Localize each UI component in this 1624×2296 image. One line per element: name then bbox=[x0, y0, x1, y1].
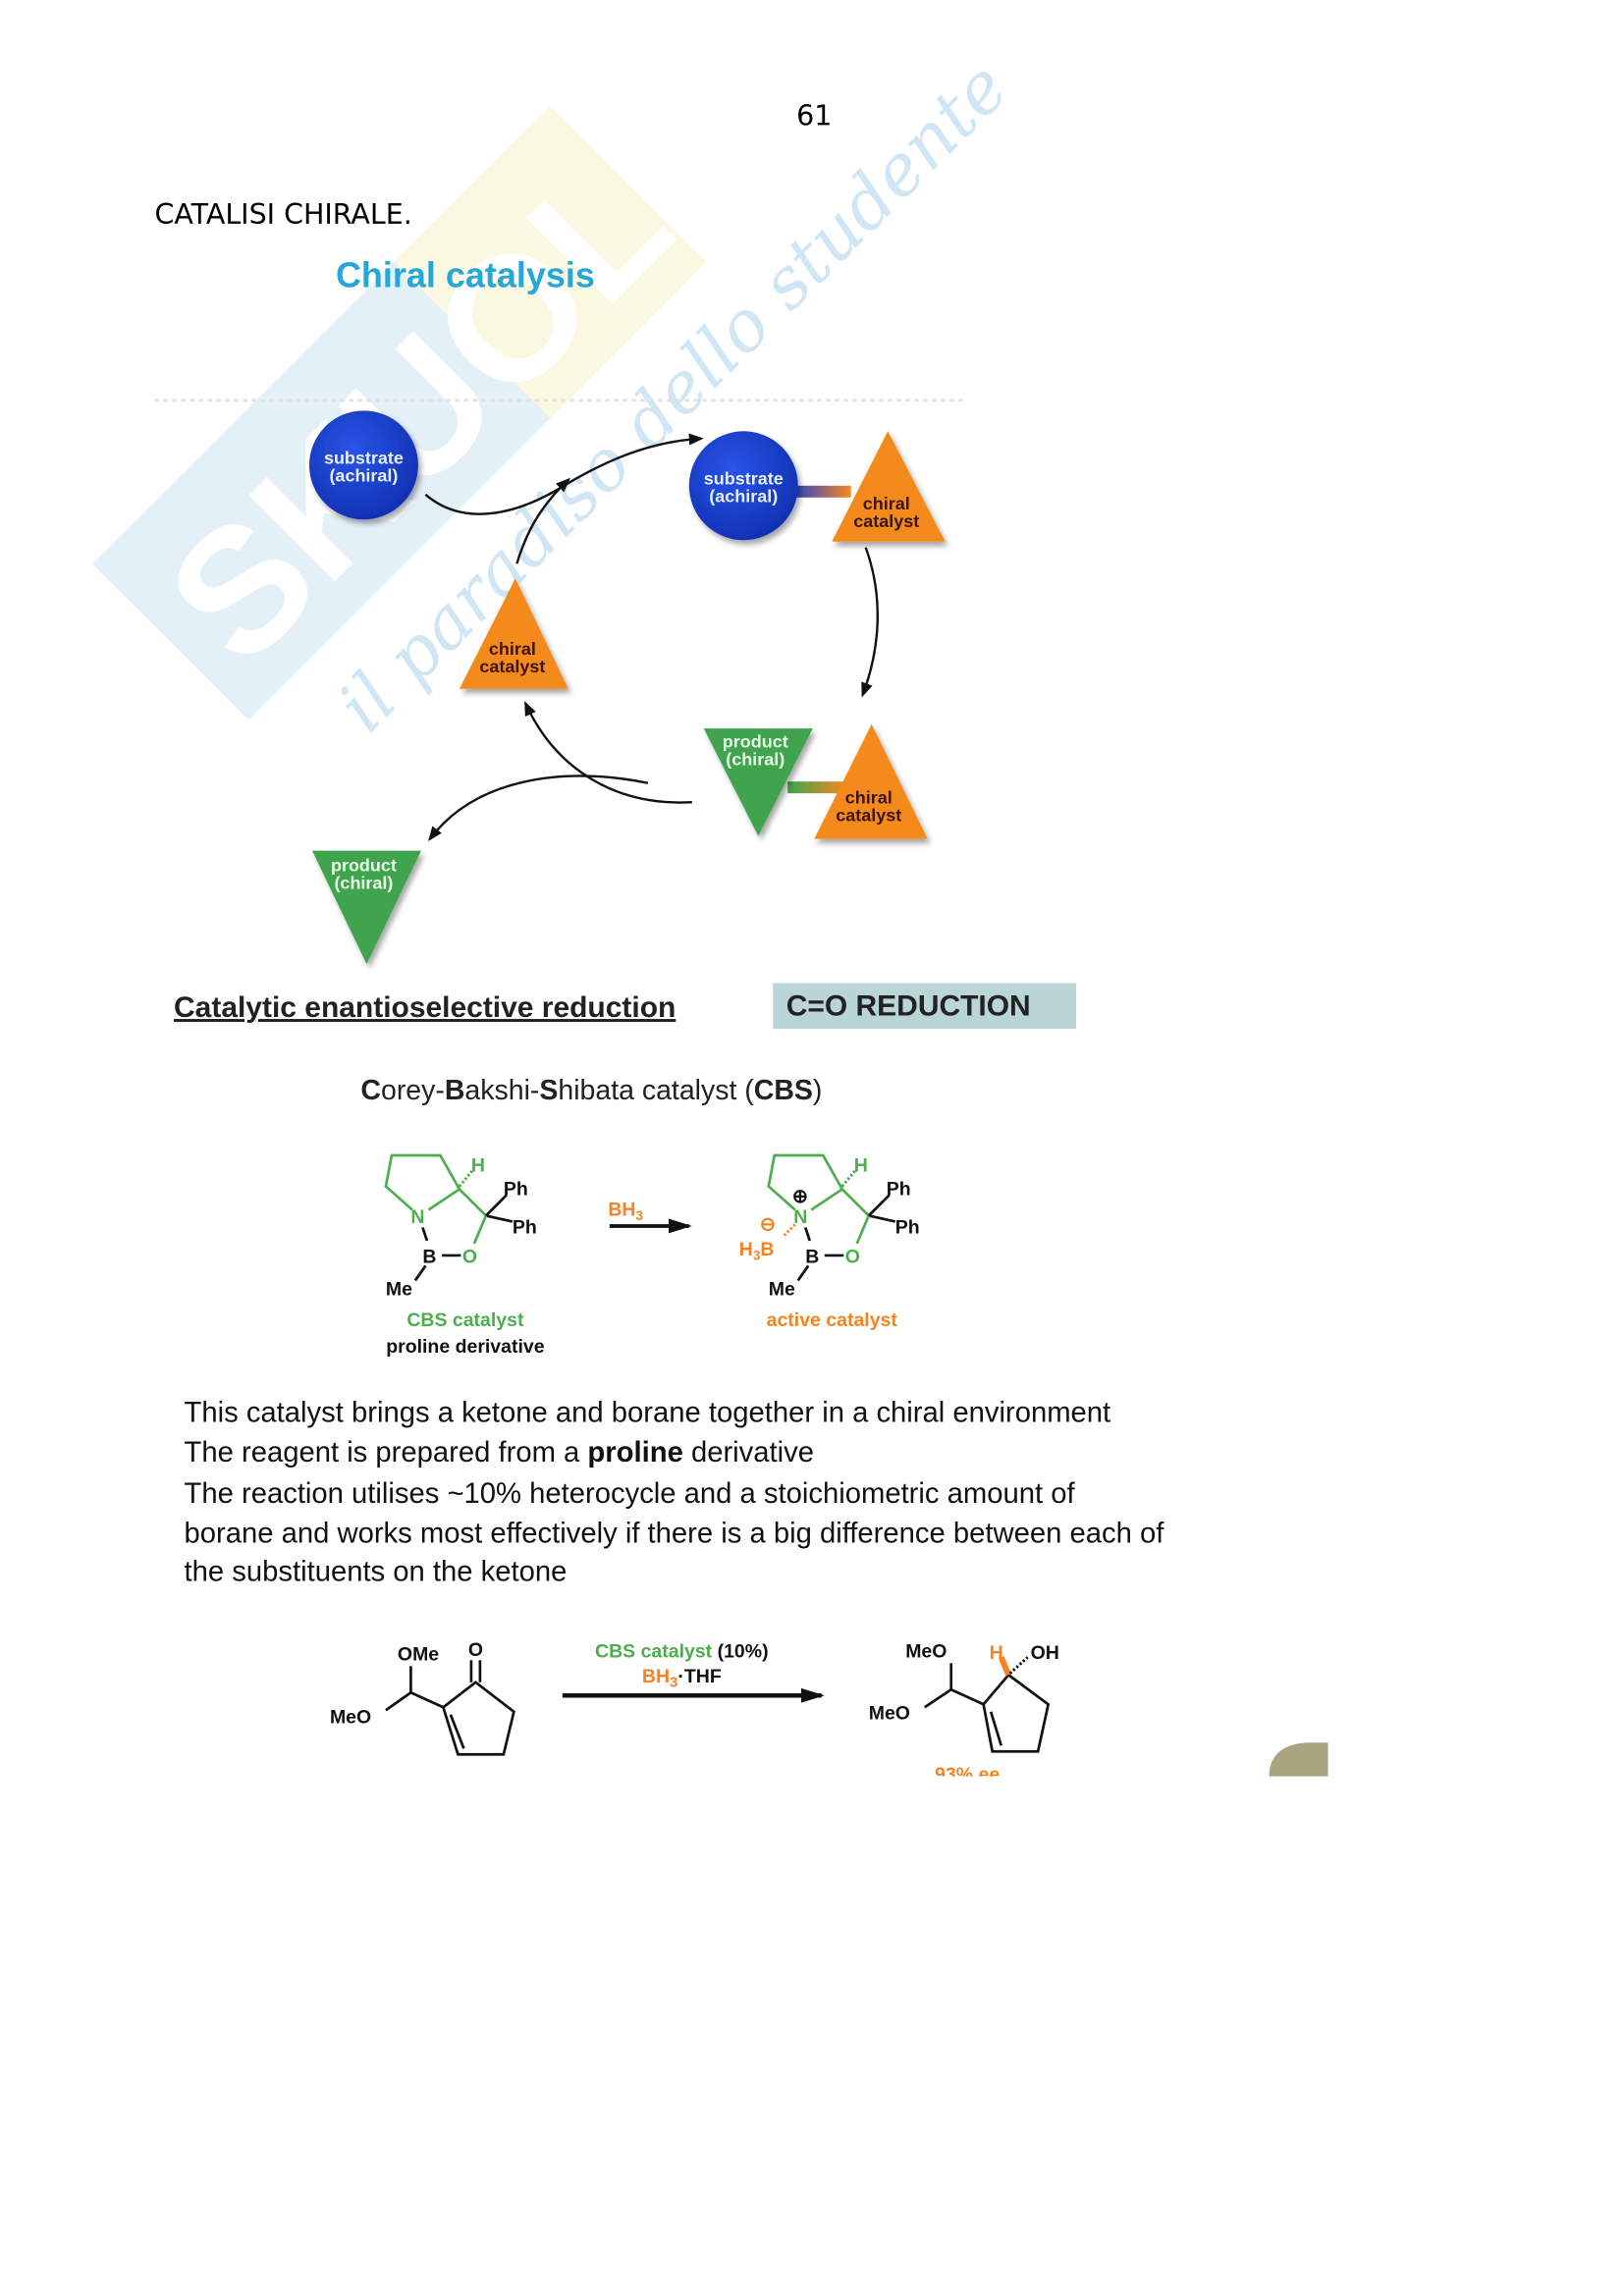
watermark-brand: SKUOLA.net bbox=[131, 0, 1019, 700]
condition-borane: BH3·THF bbox=[642, 1666, 722, 1690]
substrate-label: (achiral) bbox=[709, 486, 778, 506]
atom-o: O bbox=[468, 1639, 483, 1661]
atom-h: H bbox=[471, 1154, 485, 1176]
catalyst-label: chiral bbox=[489, 639, 536, 659]
atom-meo: MeO bbox=[905, 1640, 947, 1662]
catalyst-label: catalyst bbox=[479, 657, 545, 676]
cbs-close: ) bbox=[813, 1075, 822, 1106]
arrow-reaction bbox=[861, 547, 880, 698]
atom-oh: OH bbox=[1031, 1642, 1059, 1664]
co-reduction-badge: C=O REDUCTION bbox=[773, 983, 1077, 1030]
cbs-abbrev: CBS bbox=[754, 1075, 813, 1106]
ketone-reduction-scheme: OMe O MeO CBS catalyst (10%) BH3·THF MeO… bbox=[330, 1639, 1328, 1786]
arrow-catalyst-entry bbox=[515, 477, 571, 564]
decorative-shape bbox=[1269, 1742, 1328, 1777]
cbs-akshi: akshi- bbox=[464, 1075, 539, 1106]
cbs-orey: orey- bbox=[381, 1075, 445, 1106]
atom-n: N bbox=[410, 1206, 424, 1228]
product-label: (chiral) bbox=[726, 750, 785, 770]
atom-h: H bbox=[990, 1642, 1003, 1664]
substrate-label: (achiral) bbox=[329, 465, 398, 485]
atom-ome: OMe bbox=[398, 1643, 439, 1665]
cbs-b: B bbox=[445, 1075, 465, 1106]
reagent-bh3: BH3 bbox=[608, 1199, 643, 1222]
cbs-hibata: hibata catalyst ( bbox=[558, 1075, 754, 1106]
product-node: product (chiral) bbox=[311, 850, 421, 965]
product-label: product bbox=[331, 856, 397, 876]
cbs-catalyst-label: CBS catalyst bbox=[406, 1309, 524, 1331]
atom-o: O bbox=[845, 1246, 860, 1267]
paragraph-line: The reaction utilises ~10% heterocycle a… bbox=[185, 1478, 1076, 1510]
diagram-title: Chiral catalysis bbox=[336, 254, 595, 294]
positive-charge: ⊕ bbox=[792, 1186, 808, 1207]
catalyst-label: chiral bbox=[845, 788, 893, 808]
arrow-product-release bbox=[428, 774, 649, 842]
substrate-node: substrate (achiral) bbox=[308, 410, 418, 520]
cbs-s: S bbox=[539, 1075, 558, 1106]
negative-charge: ⊖ bbox=[760, 1213, 776, 1235]
chiral-catalysis-diagram: Chiral catalysis substrate (achiral) sub… bbox=[154, 254, 965, 965]
cbs-title: Corey-Bakshi-Shibata catalyst (CBS) bbox=[360, 1075, 822, 1106]
badge-label: C=O REDUCTION bbox=[786, 990, 1031, 1023]
atom-me: Me bbox=[769, 1278, 795, 1300]
paragraph-line: borane and works most effectively if the… bbox=[185, 1518, 1165, 1549]
paragraph-line: The reagent is prepared from a proline d… bbox=[185, 1437, 814, 1468]
paragraph-line: the substituents on the ketone bbox=[185, 1556, 568, 1587]
substrate-label: substrate bbox=[324, 448, 404, 467]
substrate-label: substrate bbox=[704, 468, 784, 488]
catalyst-label: catalyst bbox=[853, 511, 919, 531]
catalyst-node: chiral catalyst bbox=[459, 578, 568, 689]
ketone-structure: OMe O MeO bbox=[330, 1639, 515, 1756]
catalyst-label: chiral bbox=[863, 494, 910, 513]
cbs-activation-scheme: H Ph Ph N B O Me CBS catalyst proline de… bbox=[384, 1153, 920, 1358]
atom-me: Me bbox=[386, 1278, 412, 1300]
atom-o: O bbox=[462, 1246, 477, 1267]
page-number: 61 bbox=[796, 99, 832, 132]
enantiomeric-excess: 93% ee bbox=[935, 1764, 1000, 1786]
section-title: CATALISI CHIRALE. bbox=[155, 198, 412, 231]
product-catalyst-complex: product (chiral) chiral catalyst bbox=[703, 723, 928, 839]
atom-meo: MeO bbox=[869, 1702, 910, 1724]
atom-b: B bbox=[422, 1246, 436, 1267]
atom-ph: Ph bbox=[895, 1216, 920, 1238]
atom-b: B bbox=[805, 1246, 819, 1267]
proline-derivative-label: proline derivative bbox=[386, 1336, 545, 1358]
reduction-heading: Catalytic enantioselective reduction bbox=[174, 991, 676, 1024]
paragraph-line: This catalyst brings a ketone and borane… bbox=[185, 1397, 1111, 1428]
atom-n: N bbox=[793, 1206, 807, 1228]
atom-meo: MeO bbox=[330, 1707, 371, 1729]
product-label: product bbox=[723, 732, 788, 752]
atom-ph: Ph bbox=[504, 1178, 528, 1200]
cbs-catalyst-structure: H Ph Ph N B O Me CBS catalyst proline de… bbox=[384, 1153, 545, 1358]
substrate-catalyst-complex: substrate (achiral) chiral catalyst bbox=[688, 431, 946, 542]
condition-catalyst: CBS catalyst (10%) bbox=[595, 1640, 769, 1662]
active-catalyst-label: active catalyst bbox=[767, 1309, 898, 1331]
alcohol-structure: MeO MeO H OH 93% ee bbox=[869, 1640, 1059, 1786]
h3b-group: H3B bbox=[739, 1239, 775, 1262]
arrow-catalyst-release bbox=[524, 700, 692, 804]
atom-ph: Ph bbox=[887, 1178, 911, 1200]
description-paragraph: This catalyst brings a ketone and borane… bbox=[185, 1397, 1165, 1587]
atom-ph: Ph bbox=[513, 1216, 537, 1238]
cbs-c: C bbox=[360, 1075, 381, 1106]
catalyst-label: catalyst bbox=[836, 806, 901, 826]
active-catalyst-structure: H Ph Ph N ⊕ ⊖ H3B B O Me active catalyst bbox=[739, 1153, 920, 1331]
atom-h: H bbox=[854, 1154, 868, 1176]
product-label: (chiral) bbox=[334, 874, 393, 893]
